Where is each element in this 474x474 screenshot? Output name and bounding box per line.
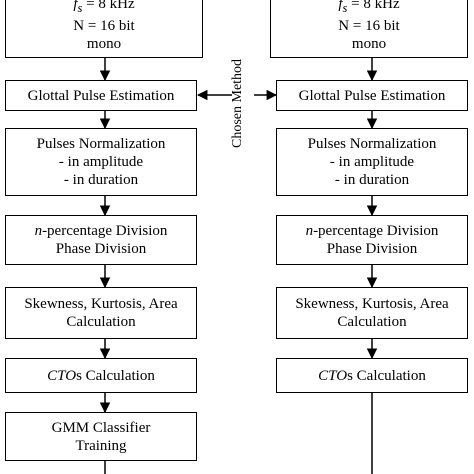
left-gmm-line-2: Training: [75, 437, 127, 454]
right-norm-box: Pulses Normalization - in amplitude - in…: [276, 128, 468, 196]
right-input-box: fs = 8 kHz N = 16 bit mono: [270, 0, 468, 58]
left-norm-line-1: Pulses Normalization: [36, 136, 166, 152]
right-stats-line-2: Calculation: [337, 314, 407, 330]
left-division-line-2: Phase Division: [55, 241, 147, 257]
left-division-box: n-percentage Division Phase Division: [5, 215, 197, 265]
left-stats-box: Skewness, Kurtosis, Area Calculation: [5, 287, 197, 339]
right-input-mode: mono: [351, 36, 387, 52]
right-division-line-2: Phase Division: [326, 241, 418, 257]
left-division-line-1: n-percentage Division: [34, 223, 168, 239]
right-cto-box: CTOs Calculation: [276, 358, 468, 393]
left-norm-line-2: - in amplitude: [58, 154, 144, 170]
left-norm-box: Pulses Normalization - in amplitude - in…: [5, 128, 197, 196]
right-cto-text: CTOs Calculation: [318, 367, 426, 384]
left-input-bits: N = 16 bit: [73, 18, 135, 34]
left-stats-line-2: Calculation: [66, 314, 136, 330]
right-norm-line-2: - in amplitude: [329, 154, 415, 170]
right-glottal-text: Glottal Pulse Estimation: [298, 87, 446, 104]
left-cto-text: CTOs Calculation: [47, 367, 155, 384]
left-norm-line-3: - in duration: [63, 172, 139, 188]
right-input-fs: fs = 8 kHz: [338, 0, 400, 15]
right-glottal-box: Glottal Pulse Estimation: [276, 80, 468, 111]
right-division-box: n-percentage Division Phase Division: [276, 215, 468, 265]
left-input-fs: fs = 8 kHz: [73, 0, 135, 15]
right-norm-line-3: - in duration: [334, 172, 410, 188]
right-stats-box: Skewness, Kurtosis, Area Calculation: [276, 287, 468, 339]
left-glottal-text: Glottal Pulse Estimation: [27, 87, 175, 104]
left-glottal-box: Glottal Pulse Estimation: [5, 80, 197, 111]
left-cto-box: CTOs Calculation: [5, 358, 197, 393]
left-stats-line-1: Skewness, Kurtosis, Area: [24, 296, 178, 312]
right-stats-line-1: Skewness, Kurtosis, Area: [295, 296, 449, 312]
left-input-box: fs = 8 kHz N = 16 bit mono: [5, 0, 203, 58]
left-input-mode: mono: [86, 36, 122, 52]
chosen-method-label: Chosen Method: [230, 58, 245, 148]
right-norm-line-1: Pulses Normalization: [307, 136, 437, 152]
right-division-line-1: n-percentage Division: [305, 223, 439, 239]
left-gmm-line-1: GMM Classifier: [51, 419, 151, 436]
left-gmm-box: GMM Classifier Training: [5, 412, 197, 461]
right-input-bits: N = 16 bit: [338, 18, 400, 34]
